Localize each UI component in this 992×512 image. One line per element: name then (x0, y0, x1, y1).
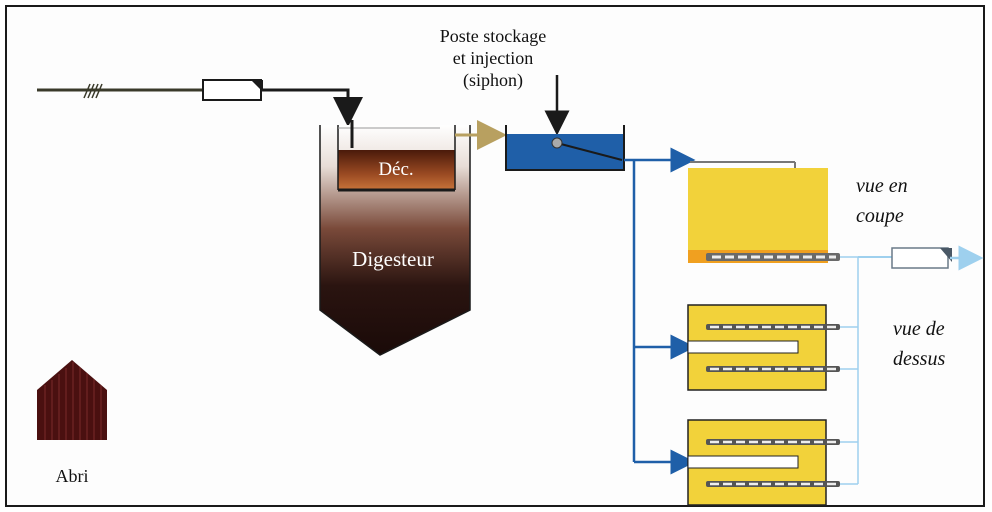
storage-station-label-line1: Poste stockage (440, 26, 546, 46)
outlet-collector (840, 256, 892, 485)
inlet-box (202, 79, 263, 101)
filter-top-view-1 (687, 304, 840, 391)
inlet-pipe (37, 83, 205, 99)
storage-station-label-line3: (siphon) (463, 70, 523, 91)
decanter-label: Déc. (378, 159, 413, 180)
digester-label: Digesteur (352, 247, 434, 271)
shelter-icon (37, 360, 107, 440)
distribution-pipes (624, 147, 696, 475)
filter-section-view (688, 161, 840, 263)
section-view-label-line2: coupe (856, 205, 904, 227)
outlet-box (891, 247, 952, 269)
top-view-label-line2: dessus (893, 348, 945, 370)
storage-tank (505, 125, 625, 171)
inlet-pipe-to-decanter (263, 88, 363, 127)
top-view-label-line1: vue de (893, 318, 945, 340)
shelter-label: Abri (56, 466, 89, 486)
section-view-label-line1: vue en (856, 175, 908, 197)
decanter (337, 120, 456, 192)
filter-top-view-2 (687, 419, 840, 506)
storage-station-label-line2: et injection (453, 48, 533, 68)
